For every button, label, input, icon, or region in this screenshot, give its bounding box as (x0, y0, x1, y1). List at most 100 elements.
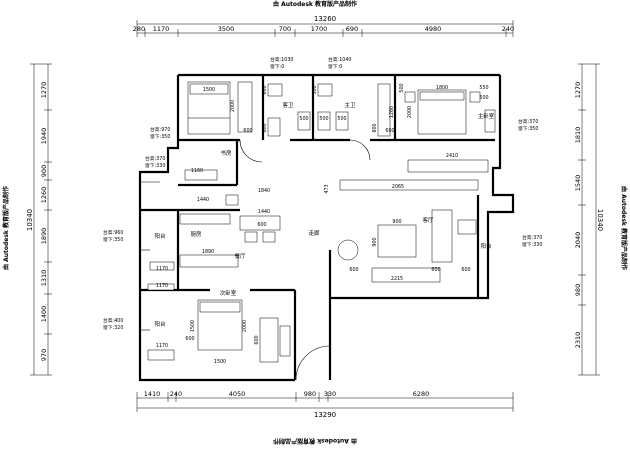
bottom-dim: 4050 (229, 390, 246, 398)
furniture-dim: 1440 (197, 197, 209, 203)
sill-note: 窗下:0 (270, 63, 284, 70)
left-dim: 1270 (40, 82, 48, 99)
furniture-dim: 1500 (203, 87, 215, 93)
furniture-dim: 600 (257, 222, 266, 228)
right-dim: 1810 (574, 127, 582, 144)
furniture-dim: 1170 (156, 343, 168, 349)
watermark-bottom: 由 Autodesk 教育版产品制作 (273, 437, 357, 445)
furniture-dim: 473 (324, 184, 330, 193)
sill-note: 台高:1030 (270, 56, 293, 63)
furniture-dim: 1890 (202, 249, 214, 255)
room-label-balcony-second: 阳台 (154, 320, 166, 328)
bottom-total-dim: 13290 (314, 411, 336, 419)
top-dim: 4980 (425, 25, 442, 33)
furniture-dim: 1840 (258, 188, 270, 194)
furniture-dim: 600 (185, 336, 194, 342)
room-label-guest-bath: 客卫 (282, 101, 294, 109)
furniture-dim: 600 (243, 128, 252, 134)
furniture-dim: 1160 (191, 168, 203, 174)
left-dim: 1260 (40, 187, 48, 204)
furniture (147, 81, 496, 381)
room-label-dining: 餐厅 (234, 252, 246, 260)
sill-note: 台高:370 (145, 155, 165, 162)
furniture-dim: 900 (372, 237, 378, 246)
watermark-left: 由 Autodesk 教育版产品制作 (2, 186, 10, 270)
sill-notes: 台高:1030 窗下:0 台高:1040 窗下:0 台高:970 窗下:350 … (103, 56, 542, 331)
furniture-dim: 800 (262, 123, 268, 132)
walls (138, 73, 515, 382)
left-total-dim: 10340 (26, 209, 34, 231)
furniture-dim: 600 (461, 267, 470, 273)
left-dimension-chain: 1270 1940 900 1260 1890 1310 1400 970 10… (26, 63, 52, 376)
furniture-dim: 1500 (190, 320, 196, 332)
bottom-dimension-chain: 1410 240 4050 980 330 6280 13290 (136, 390, 514, 419)
left-dim: 1310 (40, 270, 48, 287)
sill-note: 窗下:330 (522, 241, 542, 248)
watermark-right: 由 Autodesk 教育版产品制作 (620, 186, 628, 270)
left-dim: 1400 (40, 306, 48, 323)
left-dim: 1890 (40, 228, 48, 245)
top-total-dim: 13260 (314, 15, 336, 23)
furniture-dim: 1500 (214, 359, 226, 365)
room-label-balcony-living: 阳台 (480, 242, 492, 250)
furniture-dim: 1260 (389, 106, 395, 118)
furniture-dim: 1170 (156, 266, 168, 272)
top-dim: 3500 (218, 25, 235, 33)
sill-note: 窗下:320 (103, 324, 123, 331)
sill-note: 台高:960 (103, 229, 123, 236)
furniture-dim: 500 (299, 116, 308, 122)
top-dim: 690 (346, 25, 358, 33)
furniture-dim: 2065 (392, 184, 404, 190)
furniture-dim: 2000 (407, 106, 413, 118)
room-label-kitchen: 厨房 (190, 230, 202, 238)
left-dim: 1940 (40, 128, 48, 145)
room-label-corridor: 走廊 (308, 229, 320, 237)
bottom-dim: 6280 (413, 390, 430, 398)
furniture-dim: 900 (392, 219, 401, 225)
room-label-balcony-kitchen: 阳台 (154, 232, 166, 240)
furniture-dim: 600 (349, 267, 358, 273)
sill-note: 窗下:350 (103, 236, 123, 243)
right-dim: 2040 (574, 232, 582, 249)
sill-note: 台高:970 (150, 126, 170, 133)
furniture-dim: 1800 (436, 85, 448, 91)
room-label-master-bath: 主卫 (344, 101, 356, 109)
sill-note: 台高:370 (522, 234, 542, 241)
room-label-living: 客厅 (422, 216, 434, 224)
right-dim: 1540 (574, 175, 582, 192)
bottom-dim: 980 (304, 390, 316, 398)
sill-note: 窗下:0 (328, 63, 342, 70)
bottom-dim: 330 (324, 390, 336, 398)
right-dim: 2310 (574, 332, 582, 349)
top-dim: 280 (133, 25, 145, 33)
furniture-dim: 2000 (230, 100, 236, 112)
sill-note: 台高:370 (518, 118, 538, 125)
furniture-dim: 500 (319, 116, 328, 122)
right-total-dim: 10340 (596, 209, 604, 231)
furniture-dim: 500 (337, 116, 346, 122)
furniture-dim: 600 (431, 267, 440, 273)
furniture-dim: 500 (479, 95, 488, 101)
sill-note: 窗下:350 (150, 133, 170, 140)
top-dim: 1700 (311, 25, 328, 33)
bottom-dim: 1410 (144, 390, 161, 398)
furniture-dim: 1440 (258, 209, 270, 215)
furniture-dim: 2215 (391, 276, 403, 282)
furniture-dim: 600 (385, 128, 394, 134)
top-dimension-chain: 13260 280 1170 3500 700 1700 690 4980 24… (133, 15, 514, 37)
top-dim: 700 (279, 25, 291, 33)
room-labels: 客卫 主卫 主卧室 书房 厨房 餐厅 走廊 客厅 阳台 阳台 阳台 次卧室 (154, 101, 494, 328)
furniture-dim: 600 (254, 335, 260, 344)
right-dim: 980 (574, 284, 582, 296)
furniture-dim: 800 (372, 123, 378, 132)
sill-note: 窗下:350 (518, 125, 538, 132)
sill-note: 台高:1040 (328, 56, 351, 63)
room-label-second-bedroom: 次卧室 (220, 289, 237, 297)
furniture-dim: 1170 (156, 283, 168, 289)
left-dim: 900 (40, 165, 48, 177)
sill-note: 窗下:330 (145, 162, 165, 169)
top-dim: 1170 (153, 25, 170, 33)
bottom-dim: 240 (170, 390, 182, 398)
furniture-dim: 600 (262, 85, 268, 94)
